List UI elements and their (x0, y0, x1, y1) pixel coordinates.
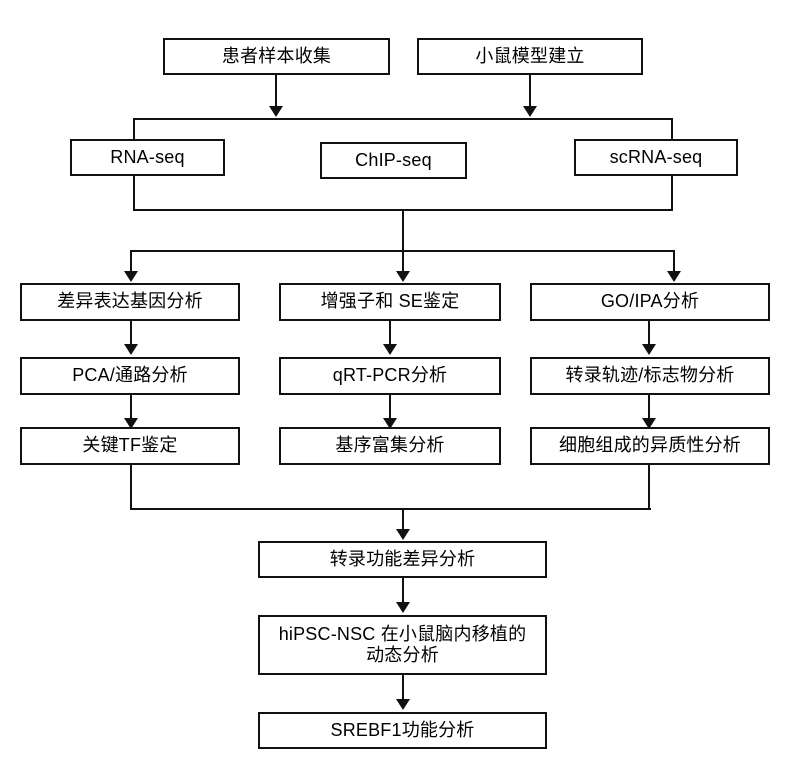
node-qrt-pcr-analysis[interactable]: qRT-PCR分析 (279, 357, 501, 395)
node-label: 转录轨迹/标志物分析 (565, 365, 735, 386)
node-transcriptional-function-difference[interactable]: 转录功能差异分析 (258, 541, 547, 578)
arrowhead-merge-to-transcriptional (396, 529, 410, 540)
arrowhead-pca-to-key-tf (124, 418, 138, 429)
connector-trajectory-to-heterogeneity (648, 395, 650, 420)
arrowhead-goipa-to-trajectory (642, 344, 656, 355)
node-motif-enrichment-analysis[interactable]: 基序富集分析 (279, 427, 501, 465)
node-label: 转录功能差异分析 (329, 548, 476, 569)
node-hipsc-nsc-transplantation-dynamics[interactable]: hiPSC-NSC 在小鼠脑内移植的 动态分析 (258, 615, 547, 675)
node-label: ChIP-seq (355, 149, 432, 170)
node-deg-analysis[interactable]: 差异表达基因分析 (20, 283, 240, 321)
node-enhancer-se-identification[interactable]: 增强子和 SE鉴定 (279, 283, 501, 321)
arrowhead-mouse-to-bus (523, 106, 537, 117)
node-label: 关键TF鉴定 (82, 435, 178, 456)
connector-enhancer-to-qrtpcr (389, 321, 391, 346)
arrowhead-deg-to-pca (124, 344, 138, 355)
node-label: GO/IPA分析 (600, 291, 700, 312)
connector-hipsc-to-srebf1 (402, 675, 404, 703)
node-trajectory-marker-analysis[interactable]: 转录轨迹/标志物分析 (530, 357, 770, 395)
arrowhead-patient-to-bus (269, 106, 283, 117)
node-mouse-model-establishment[interactable]: 小鼠模型建立 (417, 38, 643, 75)
connector-merge-to-transcriptional (402, 508, 404, 531)
node-label: 细胞组成的异质性分析 (559, 435, 741, 456)
node-cell-composition-heterogeneity[interactable]: 细胞组成的异质性分析 (530, 427, 770, 465)
node-key-tf-identification[interactable]: 关键TF鉴定 (20, 427, 240, 465)
arrowhead-qrtpcr-to-motif (383, 418, 397, 429)
node-srebf1-function-analysis[interactable]: SREBF1功能分析 (258, 712, 547, 749)
node-label: 基序富集分析 (335, 435, 445, 456)
node-label: scRNA-seq (609, 146, 703, 167)
connector-distribution-to-right (673, 250, 675, 273)
arrowhead-transcriptional-to-hipsc (396, 602, 410, 613)
connector-pca-to-key-tf (130, 395, 132, 420)
node-label: RNA-seq (110, 146, 185, 167)
arrowhead-enhancer-to-qrtpcr (383, 344, 397, 355)
arrowhead-distribution-to-left (124, 271, 138, 282)
arrowhead-distribution-to-middle (396, 271, 410, 282)
connector-deg-to-pca (130, 321, 132, 346)
connector-distribution-to-left (130, 250, 132, 273)
arrowhead-trajectory-to-heterogeneity (642, 418, 656, 429)
node-scrna-seq[interactable]: scRNA-seq (574, 139, 738, 176)
node-label: SREBF1功能分析 (330, 719, 475, 740)
node-label: qRT-PCR分析 (332, 365, 448, 386)
connector-mouse-to-bus (529, 75, 531, 108)
connector-distribution-to-middle (402, 250, 404, 273)
node-pca-pathway-analysis[interactable]: PCA/通路分析 (20, 357, 240, 395)
node-label: 患者样本收集 (221, 45, 332, 66)
node-label: 小鼠模型建立 (475, 45, 585, 66)
connector-transcriptional-to-hipsc (402, 578, 404, 606)
connector-goipa-to-trajectory (648, 321, 650, 346)
node-go-ipa-analysis[interactable]: GO/IPA分析 (530, 283, 770, 321)
connector-qrtpcr-to-motif (389, 395, 391, 420)
connector-bus-to-distribution (402, 211, 404, 250)
merge-bar (130, 508, 651, 510)
connector-patient-to-bus (275, 75, 277, 108)
node-label: 增强子和 SE鉴定 (320, 291, 460, 312)
connector-key-tf-down (130, 465, 132, 509)
arrowhead-distribution-to-right (667, 271, 681, 282)
connector-heterogeneity-down (648, 465, 650, 509)
node-chip-seq[interactable]: ChIP-seq (320, 142, 467, 179)
node-patient-sample-collection[interactable]: 患者样本收集 (163, 38, 390, 75)
node-rna-seq[interactable]: RNA-seq (70, 139, 225, 176)
arrowhead-hipsc-to-srebf1 (396, 699, 410, 710)
node-label: hiPSC-NSC 在小鼠脑内移植的 动态分析 (278, 623, 527, 665)
node-label: PCA/通路分析 (72, 365, 188, 386)
node-label: 差异表达基因分析 (57, 291, 203, 312)
